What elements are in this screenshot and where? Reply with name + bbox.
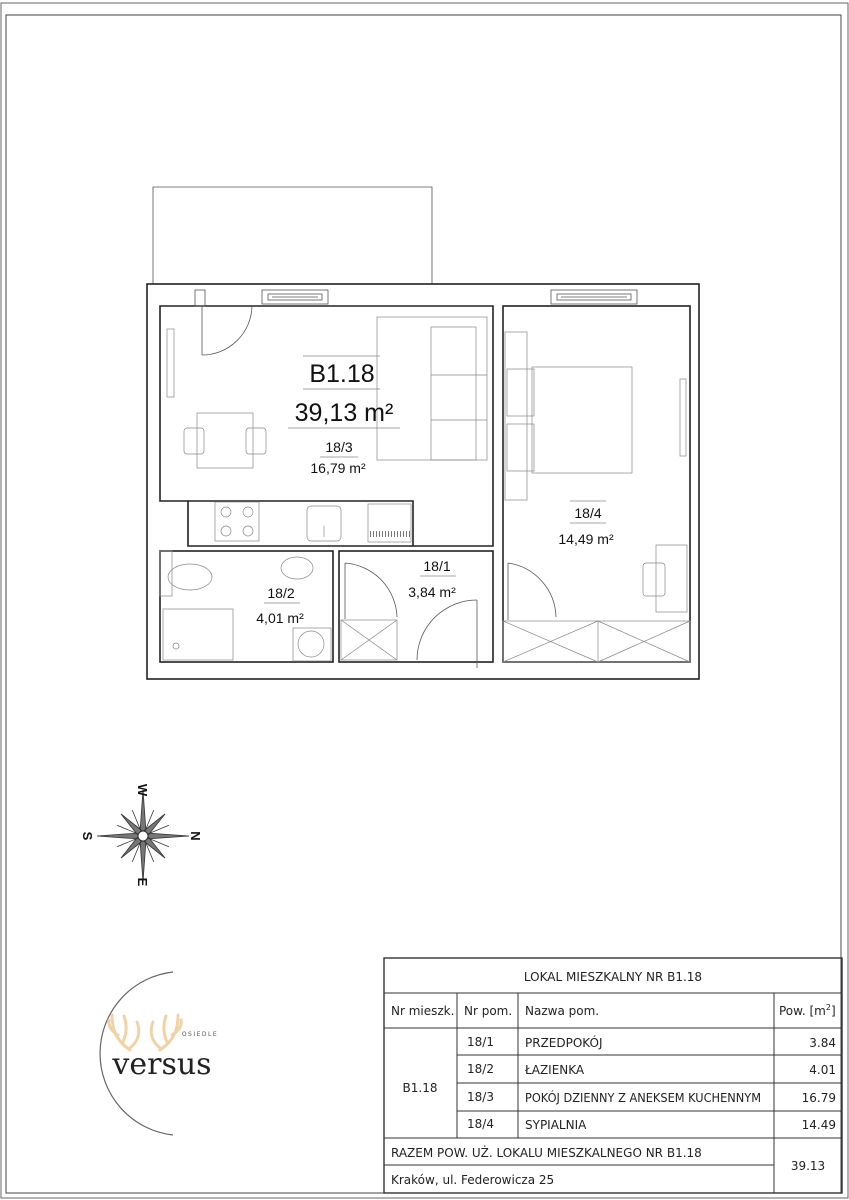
logo-name: versus (111, 1047, 211, 1082)
window-living (261, 289, 329, 305)
svg-text:PRZEDPOKÓJ: PRZEDPOKÓJ (525, 1035, 603, 1050)
unit-area-label: 39,13 m² (295, 399, 394, 427)
entrance-door (194, 289, 253, 356)
table-title: LOKAL MIESZKALNY NR B1.18 (524, 970, 702, 984)
sofa (376, 316, 488, 461)
table-row: 18/2 ŁAZIENKA 4.01 (467, 1062, 836, 1077)
header-room-no: Nr pom. (464, 1004, 512, 1018)
area-table (383, 957, 843, 1194)
walls (146, 283, 700, 680)
svg-text:18/4: 18/4 (467, 1117, 494, 1131)
table-row: 18/4 SYPIALNIA 14.49 (467, 1117, 836, 1132)
room-number-18-3: 18/3 (325, 439, 352, 455)
svg-text:18/1: 18/1 (467, 1035, 494, 1049)
total-value: 39.13 (791, 1159, 825, 1173)
window-bedroom (550, 289, 638, 305)
antlers-icon (107, 1013, 183, 1052)
balcony (152, 186, 433, 284)
svg-text:POKÓJ DZIENNY Z ANEKSEM KUCHEN: POKÓJ DZIENNY Z ANEKSEM KUCHENNYM (525, 1090, 761, 1105)
room-number-18-4: 18/4 (574, 505, 601, 521)
total-label: RAZEM POW. UŻ. LOKALU MIESZKALNEGO NR B1… (391, 1145, 702, 1160)
svg-text:14.49: 14.49 (802, 1118, 836, 1132)
bathroom-fixtures (159, 550, 332, 662)
header-area: Pow. [m2] (779, 1003, 836, 1018)
dining-table (183, 412, 267, 469)
svg-text:3.84: 3.84 (809, 1036, 836, 1050)
header-room-name: Nazwa pom. (525, 1004, 599, 1018)
versus-logo: OSIEDLE versus (99, 971, 218, 1136)
radiator (166, 328, 175, 398)
compass-rose-icon: W E S N (80, 784, 203, 887)
table-unit: B1.18 (403, 1081, 438, 1095)
svg-text:16.79: 16.79 (802, 1091, 836, 1105)
table-row: 18/3 POKÓJ DZIENNY Z ANEKSEM KUCHENNYM 1… (467, 1090, 836, 1105)
table-row: 18/1 PRZEDPOKÓJ 3.84 (467, 1035, 836, 1050)
room-number-18-2: 18/2 (267, 585, 294, 601)
svg-text:SYPIALNIA: SYPIALNIA (525, 1118, 587, 1132)
compass-w: W (135, 784, 150, 797)
address: Kraków, ul. Federowicza 25 (391, 1173, 554, 1187)
svg-text:18/2: 18/2 (467, 1062, 494, 1076)
bedroom-fixtures (502, 331, 691, 663)
hall-fixtures (340, 562, 478, 668)
unit-code-label: B1.18 (309, 360, 374, 388)
compass-s: S (80, 832, 95, 841)
svg-text:4.01: 4.01 (809, 1063, 836, 1077)
compass-e: E (135, 878, 150, 887)
svg-text:18/3: 18/3 (467, 1090, 494, 1104)
room-area-18-3: 16,79 m² (310, 460, 366, 476)
kitchen (214, 501, 412, 543)
room-area-18-4: 14,49 m² (558, 531, 614, 547)
compass-n: N (188, 831, 203, 840)
room-area-18-2: 4,01 m² (256, 610, 304, 626)
header-unit: Nr mieszk. (391, 1004, 454, 1018)
logo-small-text: OSIEDLE (182, 1031, 218, 1038)
room-area-18-1: 3,84 m² (408, 584, 456, 600)
svg-text:ŁAZIENKA: ŁAZIENKA (524, 1063, 585, 1077)
room-number-18-1: 18/1 (423, 558, 450, 574)
